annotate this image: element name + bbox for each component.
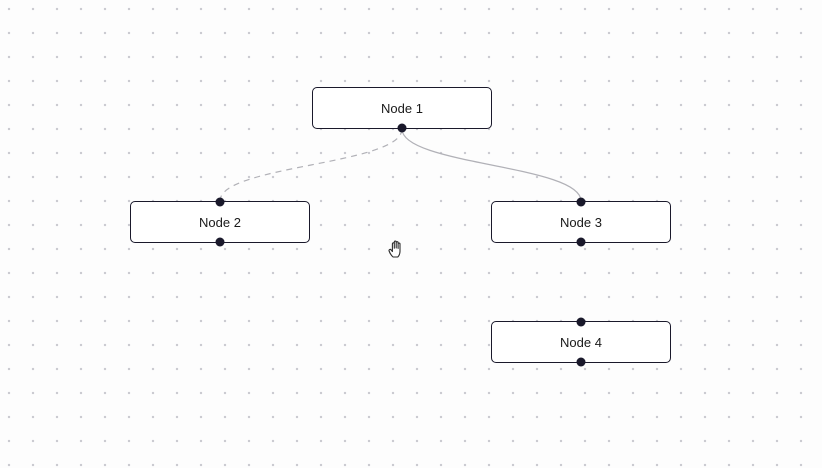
node-1[interactable]: Node 1 [312,87,492,133]
handle-bottom[interactable] [576,357,586,367]
node-label: Node 2 [199,214,241,230]
node-label: Node 3 [560,214,602,230]
node-3[interactable]: Node 3 [491,197,671,247]
handle-bottom[interactable] [576,237,586,247]
node-label: Node 4 [560,334,602,350]
node-label: Node 1 [381,100,423,116]
node-2[interactable]: Node 2 [130,197,310,247]
node-4[interactable]: Node 4 [491,317,671,367]
handle-top[interactable] [215,197,225,207]
edge-1-3[interactable] [401,128,582,202]
grab-hand-cursor-icon [388,240,401,258]
edge-1-2[interactable] [219,128,403,202]
handle-top[interactable] [576,317,586,327]
handle-bottom[interactable] [215,237,225,247]
handle-top[interactable] [576,197,586,207]
handle-bottom[interactable] [397,123,407,133]
grab-hand-path [388,240,401,258]
